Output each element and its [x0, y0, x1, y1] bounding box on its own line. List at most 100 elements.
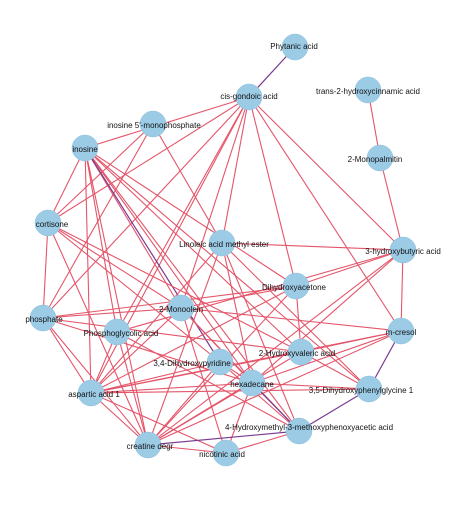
- node-label-trans2hc: trans-2-hydroxycinnamic acid: [316, 87, 420, 96]
- edge-inosine-hydroxyvaleric: [84, 147, 302, 353]
- edge-cisgondoic-linoleic: [221, 96, 250, 244]
- edge-cisgondoic-phosphoglycolic: [116, 96, 250, 333]
- node-hexadecane[interactable]: [238, 369, 266, 397]
- node-inosine[interactable]: [71, 134, 99, 162]
- edge-dha-monoolein: [180, 285, 297, 309]
- edge-hexadecane-aspartic: [90, 382, 253, 394]
- edge-cisgondoic-hydroxybutyric: [248, 96, 404, 251]
- node-label-phytanic: Phytanic acid: [270, 42, 318, 51]
- node-label-dhpg: 3,5-Dihydroxyphenylglycine 1: [309, 386, 414, 395]
- node-phosphoglycolic[interactable]: [103, 318, 131, 346]
- node-creatine[interactable]: [134, 431, 162, 459]
- edge-hydroxybutyric-creatine: [147, 249, 404, 446]
- edge-dihydroxypyridine-creatine: [147, 361, 221, 446]
- node-hydroxyvaleric[interactable]: [287, 338, 315, 366]
- edge-aspartic-nicotinic: [90, 392, 227, 454]
- node-label-phosphate: phosphate: [25, 315, 63, 324]
- edge-monoolein-mcresol: [180, 307, 402, 332]
- node-label-dha: Dihydroxyacetone: [262, 283, 327, 292]
- node-label-aspartic: aspartic acid 1: [68, 390, 120, 399]
- edge-inosine-creatine: [84, 147, 149, 446]
- node-mcresol[interactable]: [387, 317, 415, 345]
- node-label-monoolein: 2-Monoolein: [159, 305, 203, 314]
- node-label-creatine: creatine degr: [127, 442, 174, 451]
- node-cisgondoic[interactable]: [235, 83, 263, 111]
- node-label-inosine: inosine: [72, 145, 98, 154]
- edge-mcresol-creatine: [147, 330, 402, 446]
- node-cortisone[interactable]: [34, 209, 62, 237]
- node-phosphate[interactable]: [29, 304, 57, 332]
- edge-phosphate-aspartic: [42, 317, 92, 394]
- node-phytanic[interactable]: [281, 33, 309, 61]
- edge-linoleic-hexadecane: [221, 242, 253, 384]
- edge-inosine-monoolein: [84, 147, 182, 309]
- edge-monoolein-aspartic: [90, 307, 182, 394]
- edge-monoolein-phosphate: [42, 307, 182, 319]
- node-label-hmpa: 4-Hydroxymethyl-3-methoxyphenoxyacetic a…: [225, 423, 393, 432]
- node-layer: [29, 33, 417, 467]
- node-monopalmitin[interactable]: [366, 144, 394, 172]
- edge-cortisone-creatine: [47, 222, 149, 446]
- edge-inosine5mp-linoleic: [152, 123, 223, 244]
- edge-linoleic-hmpa: [221, 242, 300, 432]
- edge-hexadecane-dhpg: [251, 382, 370, 390]
- edge-mcresol-hydroxyvaleric: [300, 330, 402, 353]
- edge-inosine-cortisone: [47, 147, 86, 224]
- edge-dihydroxypyridine-hmpa: [219, 361, 300, 432]
- edge-phosphoglycolic-creatine: [116, 331, 149, 446]
- edge-inosine-phosphoglycolic: [84, 147, 118, 333]
- edge-cortisone-phosphate: [42, 222, 49, 319]
- node-dhpg[interactable]: [355, 375, 383, 403]
- edge-linoleic-hydroxybutyric: [221, 242, 404, 251]
- node-label-hydroxybutyric: 3-hydroxybutyric acid: [365, 247, 441, 256]
- edge-cisgondoic-dha: [248, 96, 297, 287]
- node-aspartic[interactable]: [77, 379, 105, 407]
- edge-phosphate-hydroxyvaleric: [42, 317, 302, 353]
- node-label-monopalmitin: 2-Monopalmitin: [348, 155, 403, 164]
- node-dha[interactable]: [282, 272, 310, 300]
- node-dihydroxypyridine[interactable]: [206, 348, 234, 376]
- edge-inosine-aspartic: [84, 147, 92, 394]
- edge-cisgondoic-phosphate: [42, 96, 250, 319]
- edge-cisgondoic-monoolein: [180, 96, 250, 309]
- node-label-hexadecane: hexadecane: [230, 380, 274, 389]
- node-linoleic[interactable]: [208, 229, 236, 257]
- node-hmpa[interactable]: [285, 417, 313, 445]
- node-label-cortisone: cortisone: [36, 220, 69, 229]
- edge-hexadecane-creatine: [147, 382, 253, 446]
- edge-inosine-hexadecane: [84, 147, 253, 384]
- edge-dha-aspartic: [90, 285, 297, 394]
- edge-cortisone-dihydroxypyridine: [47, 222, 221, 363]
- label-layer: Phytanic acid cis-gondoic acid trans-2-hyd…: [25, 42, 440, 459]
- edge-monopalmitin-hydroxybutyric: [379, 157, 404, 251]
- edge-cisgondoic-inosine: [84, 96, 250, 149]
- edge-dihydroxypyridine-aspartic: [90, 361, 221, 394]
- node-label-hydroxyvaleric: 2-Hydroxyvaleric acid: [259, 349, 335, 358]
- edge-dhpg-hmpa: [298, 388, 370, 432]
- edge-hydroxybutyric-hexadecane: [251, 249, 404, 384]
- edge-inosine-dihydroxypyridine: [84, 147, 221, 363]
- edge-inosine-dha: [84, 147, 297, 287]
- node-label-nicotinic: nicotinic acid: [199, 450, 245, 459]
- node-inosine5mp[interactable]: [139, 110, 167, 138]
- edge-cortisone-monoolein: [47, 222, 182, 309]
- node-label-linoleic: Linoleic acid methyl ester: [179, 240, 269, 249]
- edge-linoleic-dhpg: [221, 242, 370, 390]
- edge-cisgondoic-cortisone: [47, 96, 250, 224]
- node-label-cisgondoic: cis-gondoic acid: [220, 92, 277, 101]
- edge-creatine-hmpa: [147, 430, 300, 446]
- edge-cisgondoic-mcresol: [248, 96, 402, 332]
- node-label-inosine5mp: inosine 5'-monophosphate: [107, 121, 201, 130]
- node-trans2hc[interactable]: [354, 76, 382, 104]
- edge-dhpg-aspartic: [90, 388, 370, 394]
- node-hydroxybutyric[interactable]: [389, 236, 417, 264]
- edge-mcresol-hexadecane: [251, 330, 402, 384]
- edge-hydroxyvaleric-aspartic: [90, 351, 302, 394]
- edge-linoleic-aspartic: [90, 242, 223, 394]
- node-monoolein[interactable]: [167, 294, 195, 322]
- edge-layer: [42, 46, 404, 454]
- node-label-phosphoglycolic: Phosphoglycolic acid: [84, 329, 159, 338]
- node-label-mcresol: m-cresol: [386, 328, 417, 337]
- node-nicotinic[interactable]: [212, 439, 240, 467]
